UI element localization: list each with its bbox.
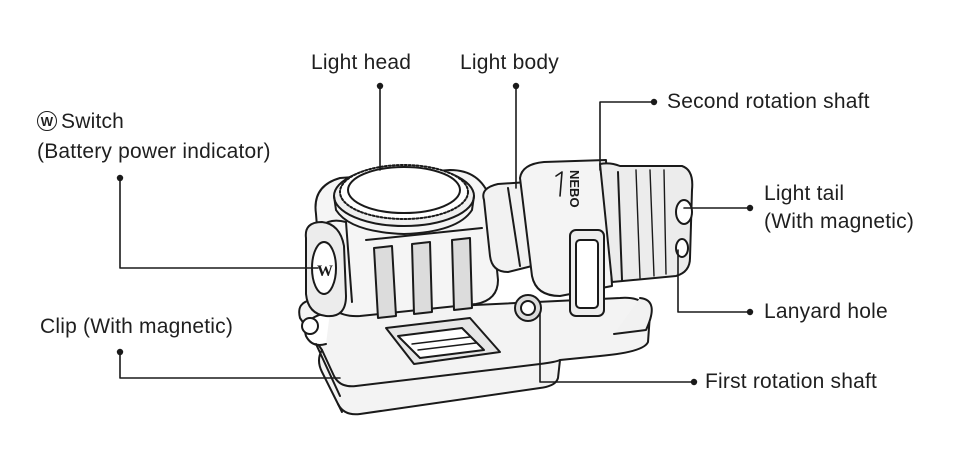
- leader-first-shaft: [539, 313, 695, 383]
- brand-text: NEBO: [567, 170, 582, 208]
- label-light-tail-sub: (With magnetic): [764, 210, 915, 233]
- callout-dots: [116, 82, 754, 386]
- switch-w-icon: W: [37, 111, 57, 131]
- clip-frame: [385, 317, 501, 365]
- label-lanyard-hole: Lanyard hole: [764, 300, 888, 323]
- callout-lines: [119, 85, 751, 383]
- label-clip: Clip (With magnetic): [40, 315, 234, 338]
- label-second-shaft: Second rotation shaft: [667, 90, 870, 113]
- label-light-tail: Light tail: [764, 182, 845, 205]
- switch-face-w: W: [317, 263, 333, 280]
- label-switch-text: Switch: [61, 110, 125, 133]
- leader-switch: [119, 177, 319, 269]
- label-first-shaft: First rotation shaft: [705, 370, 878, 393]
- label-light-body: Light body: [460, 51, 559, 74]
- leader-second-shaft: [599, 101, 655, 171]
- light-tail-barrel: [514, 159, 694, 335]
- leader-lanyard: [677, 249, 751, 313]
- light-head-lens: [333, 164, 475, 235]
- leader-clip: [119, 351, 341, 379]
- label-switch-sub: (Battery power indicator): [37, 140, 271, 163]
- label-light-head: Light head: [311, 51, 412, 74]
